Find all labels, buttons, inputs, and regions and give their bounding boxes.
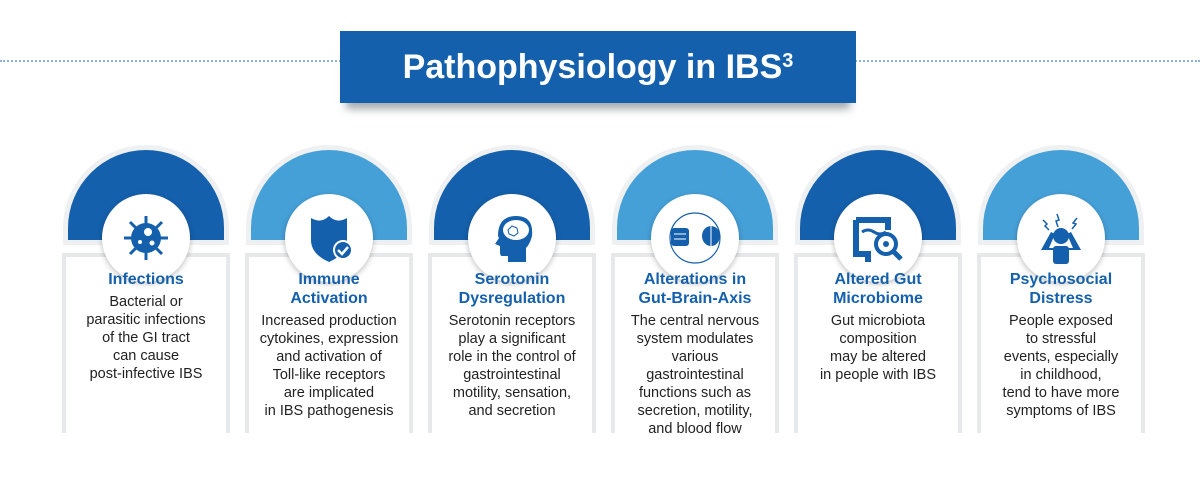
card-title: Alterations in Gut-Brain-Axis xyxy=(611,270,779,308)
card-body-line: are implicated xyxy=(283,385,375,401)
card-body: The central nervous system modulates vario… xyxy=(611,312,779,438)
card-body-line: in people with IBS xyxy=(819,367,937,383)
card-body-line: in IBS pathogenesis xyxy=(264,403,394,419)
card-body-line: functions such as xyxy=(638,385,752,401)
card-title-line: Immune xyxy=(298,271,360,288)
card-body-line: of the GI tract xyxy=(102,330,190,346)
card-box xyxy=(611,253,779,433)
card-body-line: system modulates xyxy=(636,331,754,347)
card-body-line: gastrointestinal xyxy=(463,367,561,383)
card-body-line: events, especially xyxy=(1003,349,1119,365)
card-body-line: Increased production xyxy=(261,313,397,329)
card-body: People exposed to stressful events, especi… xyxy=(977,312,1145,420)
card-body-line: Bacterial or xyxy=(109,294,183,310)
card-body-line: Toll-like receptors xyxy=(272,367,386,383)
card-title-line: Gut-Brain-Axis xyxy=(638,290,752,307)
card-body-line: People exposed xyxy=(1009,313,1113,329)
card-body-line: can cause xyxy=(112,348,180,364)
card-body: Bacterial or parasitic infections of the G… xyxy=(62,293,230,383)
card-body-line: symptoms of IBS xyxy=(1006,403,1116,419)
card-body-line: parasitic infections xyxy=(86,312,206,328)
card-title-line: Psychosocial xyxy=(1009,271,1113,288)
card-body: Gut microbiota composition may be altered i… xyxy=(794,312,962,384)
card-body-line: Gut microbiota xyxy=(830,313,926,329)
stressed-person-icon xyxy=(1017,194,1105,282)
card-body-line: to stressful xyxy=(1025,331,1097,347)
head-brain-icon xyxy=(468,194,556,282)
title-text: Pathophysiology in IBS xyxy=(402,47,783,86)
title-reference: 3 xyxy=(782,49,794,72)
shield-check-icon xyxy=(285,194,373,282)
card-body-line: cytokines, expression xyxy=(259,331,399,347)
card-title-line: Dysregulation xyxy=(458,290,566,307)
card-body-line: secretion, motility, xyxy=(637,403,753,419)
card-body-line: and blood flow xyxy=(648,421,742,437)
card-body-line: Serotonin receptors xyxy=(448,313,576,329)
card-box xyxy=(62,253,230,433)
card-body-line: and activation of xyxy=(276,349,382,365)
card-title-line: Activation xyxy=(290,290,368,307)
card-box xyxy=(794,253,962,433)
card-title-line: Distress xyxy=(1029,290,1093,307)
card-body-line: various xyxy=(671,349,719,365)
gut-brain-cycle-icon xyxy=(651,194,739,282)
card-body-line: motility, sensation, xyxy=(452,385,572,401)
card-body-line: gastrointestinal xyxy=(646,367,744,383)
card-box xyxy=(977,253,1145,433)
card-title-line: Alterations in xyxy=(643,271,747,288)
card-body-line: and secretion xyxy=(468,403,556,419)
card-title-line: Serotonin xyxy=(474,271,550,288)
intestine-magnifier-icon xyxy=(834,194,922,282)
card-body: Serotonin receptors play a significant rol… xyxy=(428,312,596,420)
card-body-line: in childhood, xyxy=(1020,367,1102,383)
card-body: Increased production cytokines, expressio… xyxy=(245,312,413,420)
card-body-line: play a significant xyxy=(458,331,566,347)
card-body-line: The central nervous xyxy=(630,313,760,329)
card-body-line: may be altered xyxy=(830,349,926,365)
card-title-line: Infections xyxy=(108,271,184,288)
card-title: Infections xyxy=(62,270,230,289)
virus-icon xyxy=(102,194,190,282)
card-body-line: tend to have more xyxy=(1002,385,1120,401)
card-title-line: Microbiome xyxy=(833,290,923,307)
card-body-line: composition xyxy=(839,331,917,347)
card-body-line: role in the control of xyxy=(448,349,576,365)
card-body-line: post-infective IBS xyxy=(89,366,203,382)
card-title-line: Altered Gut xyxy=(834,271,922,288)
